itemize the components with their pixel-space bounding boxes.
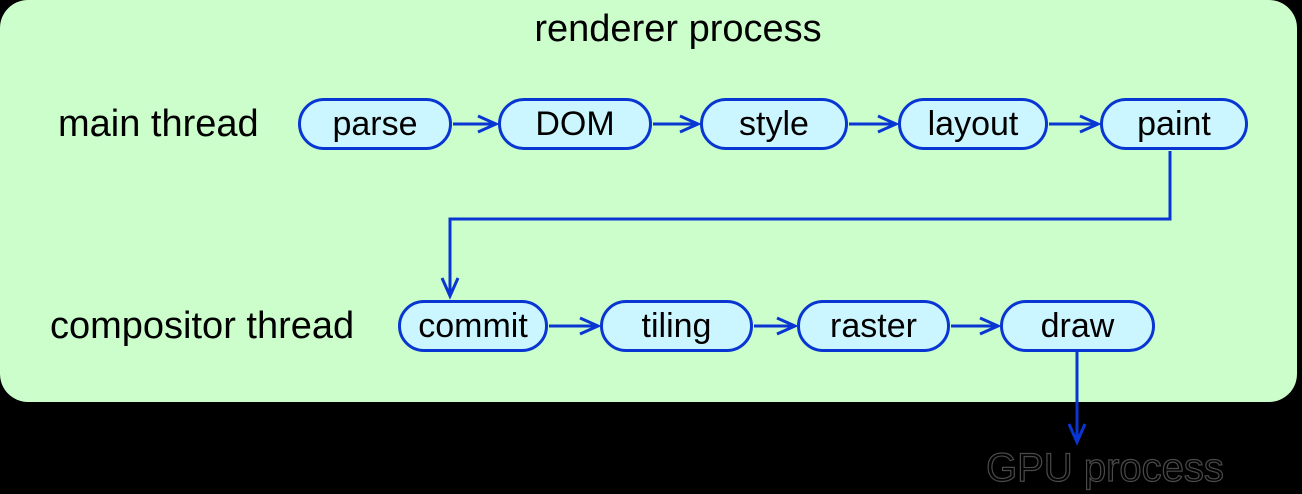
gpu-process-label: GPU process xyxy=(985,445,1224,490)
node-parse: parse xyxy=(298,98,452,150)
compositor-thread-label: compositor thread xyxy=(50,305,355,347)
node-draw: draw xyxy=(1000,300,1155,352)
node-tiling: tiling xyxy=(600,300,753,352)
panel-title: renderer process xyxy=(534,8,822,50)
node-commit: commit xyxy=(398,300,548,352)
node-style: style xyxy=(700,98,848,150)
node-paint: paint xyxy=(1100,98,1248,150)
main-thread-label: main thread xyxy=(58,103,259,145)
node-dom: DOM xyxy=(498,98,652,150)
node-raster: raster xyxy=(797,300,950,352)
node-layout: layout xyxy=(898,98,1048,150)
